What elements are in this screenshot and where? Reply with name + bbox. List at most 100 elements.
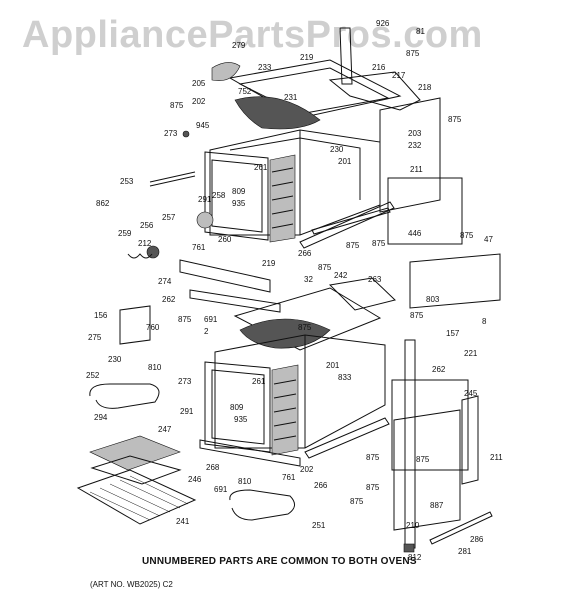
callout-212: 212 [138,239,152,248]
callout-268: 268 [206,463,220,472]
callout-261: 261 [254,163,268,172]
callout-2: 2 [204,327,209,336]
callout-201: 201 [338,157,352,166]
callout-217: 217 [392,71,406,80]
callout-875: 875 [170,101,184,110]
callout-691: 691 [204,315,218,324]
callout-201: 201 [326,361,340,370]
lower-bake-element [89,383,160,409]
callout-887: 887 [430,501,444,510]
callout-8: 8 [482,317,487,326]
callout-812: 812 [408,553,422,562]
callout-833: 833 [338,373,352,382]
callout-803: 803 [426,295,440,304]
callout-875: 875 [406,49,420,58]
lower-door-switch [429,511,493,545]
callout-875: 875 [318,263,332,272]
upper-motor [196,211,214,229]
callout-875: 875 [416,455,430,464]
callout-281: 281 [458,547,472,556]
lower-bottom-panel [393,409,461,531]
callout-809: 809 [232,187,246,196]
callout-945: 945 [196,121,210,130]
callout-261: 261 [252,377,266,386]
callout-231: 231 [284,93,298,102]
callout-875: 875 [460,231,474,240]
lower-broil-element [229,489,295,521]
callout-286: 286 [470,535,484,544]
upper-knob [146,245,160,259]
oven-rack [76,469,197,525]
callout-205: 205 [192,79,206,88]
callout-294: 294 [94,413,108,422]
callout-262: 262 [162,295,176,304]
callout-203: 203 [408,129,422,138]
callout-875: 875 [346,241,360,250]
lower-oven-body [214,334,386,449]
callout-273: 273 [164,129,178,138]
callout-809: 809 [230,403,244,412]
callout-157: 157 [446,329,460,338]
lower-vertical-strip [404,339,416,549]
callout-253: 253 [120,177,134,186]
callout-926: 926 [376,19,390,28]
callout-219: 219 [262,259,276,268]
callout-761: 761 [282,473,296,482]
callout-216: 216 [372,63,386,72]
callout-221: 221 [464,349,478,358]
lower-rear-bracket [409,253,501,309]
upper-broil-element [149,171,196,187]
callout-247: 247 [158,425,172,434]
callout-258: 258 [212,191,226,200]
callout-257: 257 [162,213,176,222]
upper-trim-strip [299,201,395,249]
callout-219: 219 [300,53,314,62]
callout-875: 875 [372,239,386,248]
callout-761: 761 [192,243,206,252]
callout-691: 691 [214,485,228,494]
callout-233: 233 [258,63,272,72]
callout-47: 47 [484,235,493,244]
callout-263: 263 [368,275,382,284]
callout-875: 875 [178,315,192,324]
upper-spring [127,253,153,259]
callout-252: 252 [86,371,100,380]
callout-211: 211 [410,165,423,174]
art-number: (ART NO. WB2025) C2 [90,580,173,589]
callout-230: 230 [108,355,122,364]
callout-291: 291 [198,195,212,204]
upper-duct [339,27,353,85]
callout-32: 32 [304,275,313,284]
callout-875: 875 [298,323,312,332]
lower-bottom-rail [199,439,301,467]
callout-256: 256 [140,221,154,230]
callout-810: 810 [148,363,162,372]
callout-274: 274 [158,277,172,286]
callout-259: 259 [118,229,132,238]
callout-242: 242 [334,271,348,280]
lower-harness [239,318,331,349]
lower-lamp-socket [119,305,151,345]
callout-245: 245 [464,389,478,398]
callout-202: 202 [192,97,206,106]
callout-760: 760 [146,323,160,332]
common-parts-note: UNNUMBERED PARTS ARE COMMON TO BOTH OVEN… [142,556,417,567]
callout-232: 232 [408,141,422,150]
upper-screw [182,130,190,138]
callout-291: 291 [180,407,194,416]
upper-front-frame [204,151,269,241]
callout-935: 935 [232,199,246,208]
upper-side-panel [387,177,463,245]
callout-241: 241 [176,517,190,526]
callout-875: 875 [366,453,380,462]
callout-875: 875 [448,115,462,124]
upper-harness [234,96,321,130]
callout-210: 210 [406,521,420,530]
lower-foot [403,543,415,553]
broiler-pan-insert [89,435,181,471]
lower-duct [328,277,397,311]
callout-218: 218 [418,83,432,92]
callout-262: 262 [432,365,446,374]
